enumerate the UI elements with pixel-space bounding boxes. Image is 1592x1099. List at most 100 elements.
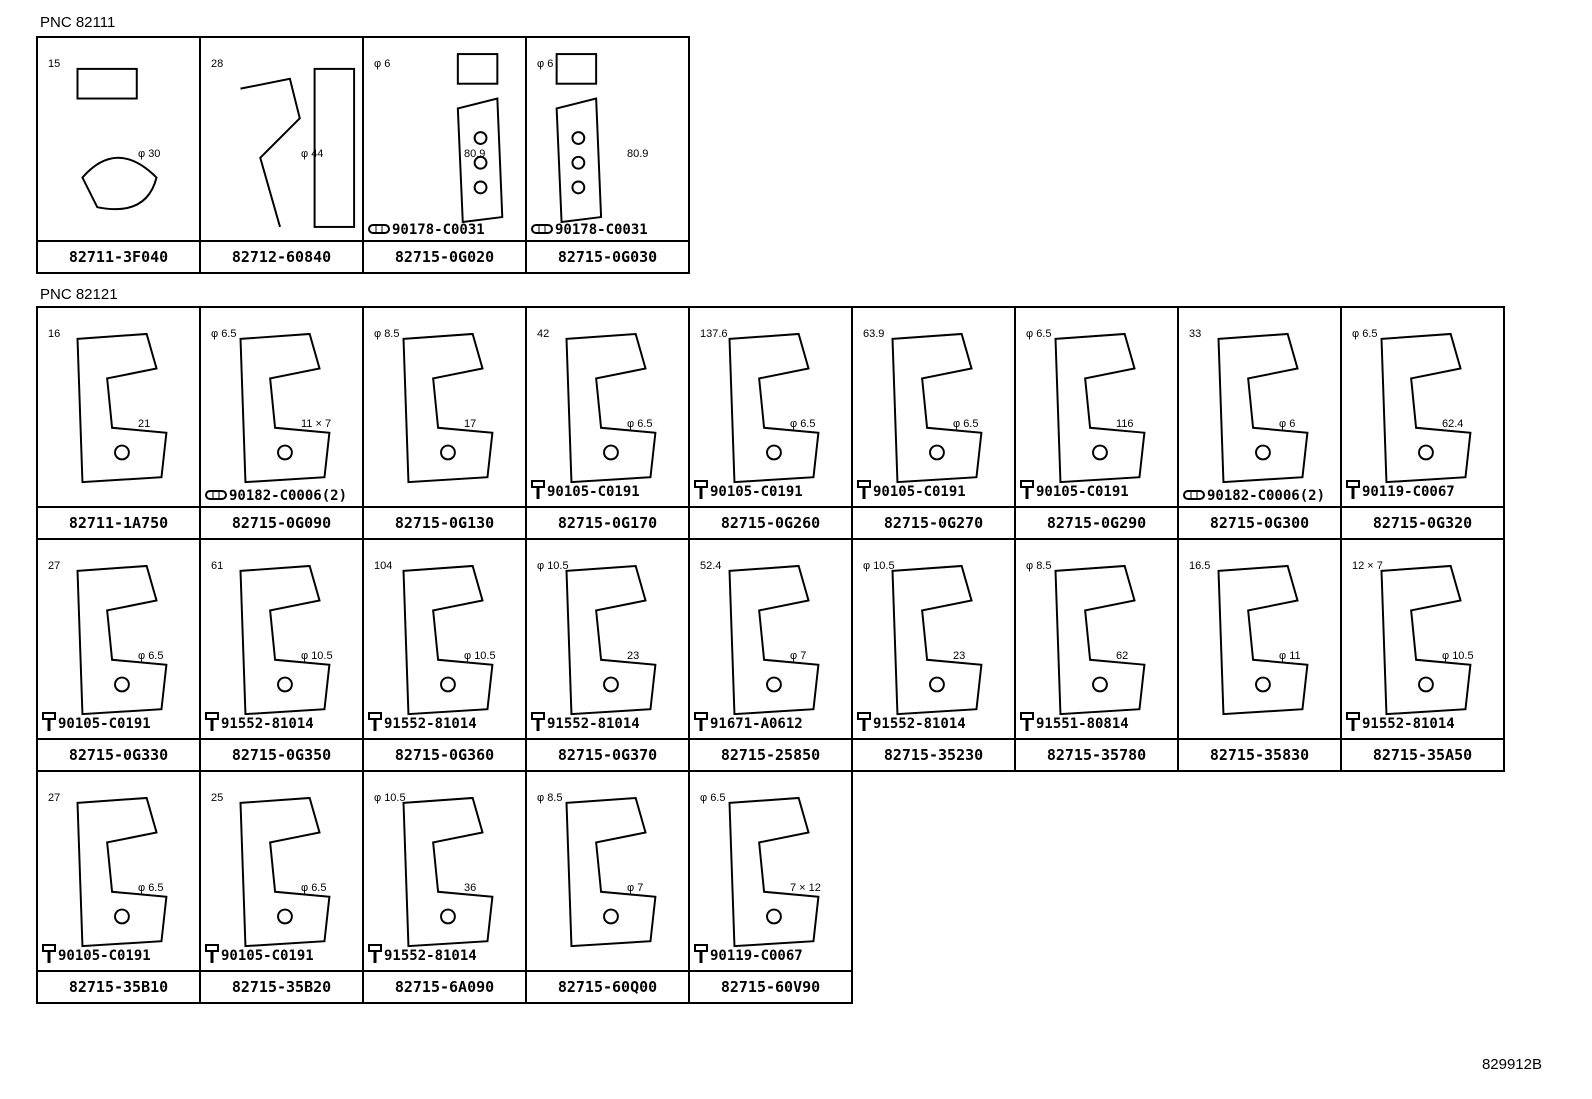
- fastener-callout: 91552-81014: [368, 944, 477, 968]
- dimension-label: 27: [48, 792, 61, 804]
- clip-icon: [368, 222, 392, 238]
- pnc-82111-label: PNC 82111: [40, 14, 116, 31]
- part-number-label: 82715-35780: [1016, 738, 1177, 770]
- part-drawing: [240, 67, 356, 228]
- bolt-icon: [694, 712, 710, 736]
- fastener-part-number: 90182-C0006(2): [229, 488, 348, 504]
- bolt-icon: [694, 480, 710, 504]
- bolt-icon: [531, 712, 547, 736]
- part-number-label: 82715-0G360: [364, 738, 525, 770]
- fastener-callout: 90178-C0031: [531, 222, 648, 238]
- part-number-label: 82715-0G330: [38, 738, 199, 770]
- part-drawing: [1054, 564, 1146, 716]
- part-number-label: 82715-0G090: [201, 506, 362, 538]
- fastener-callout: 90105-C0191: [694, 480, 803, 504]
- bolt-icon: [368, 944, 384, 968]
- dimension-label: 25: [211, 792, 224, 804]
- bolt-icon: [1020, 480, 1036, 504]
- part-cell-82715-35B10: 27 φ 6.5 90105-C0191 82715-35B10: [38, 772, 201, 1004]
- bolt-icon: [42, 944, 58, 968]
- fastener-part-number: 90182-C0006(2): [1207, 488, 1326, 504]
- part-drawing: [239, 796, 331, 948]
- fastener-callout: 90105-C0191: [1020, 480, 1129, 504]
- bolt-icon: [694, 944, 710, 968]
- fastener-part-number: 90105-C0191: [873, 484, 966, 500]
- fastener-part-number: 91552-81014: [873, 716, 966, 732]
- dimension-label: φ 6.5: [1352, 328, 1378, 340]
- bolt-icon: [1020, 712, 1036, 736]
- dimension-label: φ 10.5: [464, 650, 496, 662]
- part-number-label: 82715-0G170: [527, 506, 688, 538]
- dimension-label: φ 8.5: [374, 328, 400, 340]
- fastener-part-number: 90178-C0031: [392, 222, 485, 238]
- fastener-callout: 91552-81014: [1346, 712, 1455, 736]
- dimension-label: 12 × 7: [1352, 560, 1383, 572]
- part-drawing: [1217, 332, 1309, 484]
- dimension-label: 80.9: [627, 148, 649, 160]
- dimension-label: 62: [1116, 650, 1129, 662]
- fastener-part-number: 90105-C0191: [58, 948, 151, 964]
- dimension-label: 36: [464, 882, 477, 894]
- bolt-icon: [857, 712, 873, 736]
- part-number-label: 82715-35B10: [38, 970, 199, 1002]
- part-drawing: [76, 796, 168, 948]
- part-drawing: [402, 796, 494, 948]
- dimension-label: φ 11: [1279, 650, 1301, 662]
- pnc-82121-label: PNC 82121: [40, 286, 118, 303]
- dimension-label: φ 10.5: [537, 560, 569, 572]
- part-number-label: 82715-35230: [853, 738, 1014, 770]
- fastener-callout: 91551-80814: [1020, 712, 1129, 736]
- fastener-callout: 90105-C0191: [42, 712, 151, 736]
- part-drawing: [76, 564, 168, 716]
- dimension-label: 28: [211, 58, 224, 70]
- fastener-callout: 91552-81014: [531, 712, 640, 736]
- part-drawing: [565, 332, 657, 484]
- bolt-icon: [205, 944, 221, 968]
- bolt-icon: [531, 480, 547, 504]
- dimension-label: 80.9: [464, 148, 486, 160]
- fastener-part-number: 91551-80814: [1036, 716, 1129, 732]
- part-number-label: 82715-0G300: [1179, 506, 1340, 538]
- part-number-label: 82715-0G270: [853, 506, 1014, 538]
- fastener-part-number: 91552-81014: [547, 716, 640, 732]
- part-drawing: [728, 332, 820, 484]
- dimension-label: 7 × 12: [790, 882, 821, 894]
- part-number-label: 82715-0G370: [527, 738, 688, 770]
- bolt-icon: [1346, 712, 1362, 736]
- part-number-label: 82715-0G020: [364, 240, 525, 272]
- fastener-callout: 91552-81014: [857, 712, 966, 736]
- dimension-label: φ 8.5: [1026, 560, 1052, 572]
- dimension-label: 15: [48, 58, 61, 70]
- part-drawing: [565, 564, 657, 716]
- part-number-label: 82712-60840: [201, 240, 362, 272]
- dimension-label: φ 7: [627, 882, 644, 894]
- part-drawing: [891, 564, 983, 716]
- dimension-label: 116: [1116, 418, 1134, 430]
- part-cell-82715-35780: φ 8.5 62 91551-80814 82715-35780: [1016, 540, 1179, 772]
- fastener-part-number: 91671-A0612: [710, 716, 803, 732]
- part-drawing: [456, 53, 504, 224]
- fastener-callout: 90119-C0067: [694, 944, 803, 968]
- dimension-label: 16.5: [1189, 560, 1211, 572]
- dimension-label: φ 6.5: [790, 418, 816, 430]
- dimension-label: 23: [627, 650, 640, 662]
- dimension-label: φ 10.5: [1442, 650, 1474, 662]
- fastener-callout: 91552-81014: [205, 712, 314, 736]
- dimension-label: φ 6.5: [211, 328, 237, 340]
- figure-reference: 829912B: [1481, 1056, 1542, 1073]
- dimension-label: φ 6.5: [627, 418, 653, 430]
- fastener-part-number: 90178-C0031: [555, 222, 648, 238]
- dimension-label: 11 × 7: [301, 418, 332, 430]
- fastener-callout: 90182-C0006(2): [205, 488, 347, 504]
- fastener-callout: 91671-A0612: [694, 712, 803, 736]
- dimension-label: φ 6.5: [138, 882, 164, 894]
